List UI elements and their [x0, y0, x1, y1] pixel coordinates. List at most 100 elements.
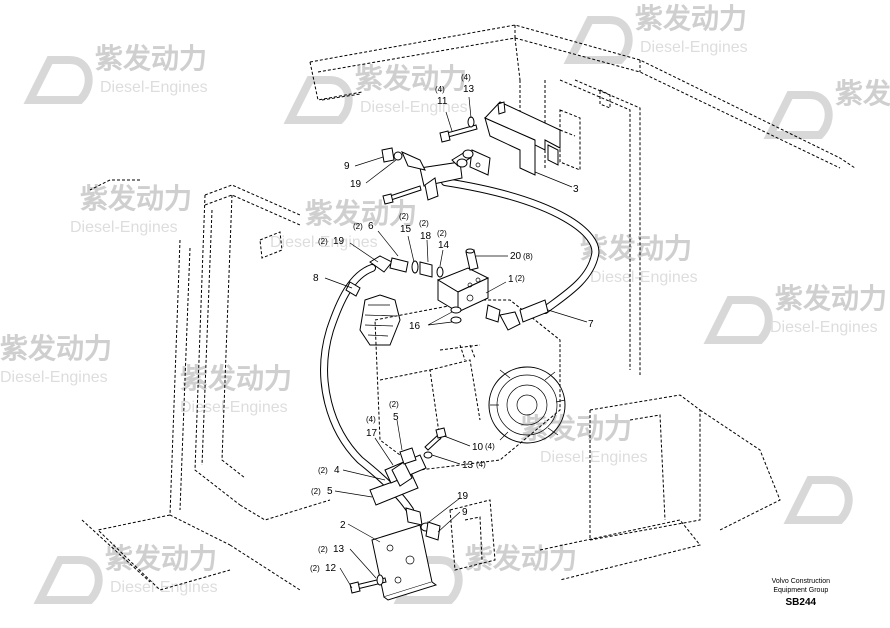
callout-11-qty: (4) — [435, 85, 445, 94]
callout-1-qty: (2) — [515, 274, 525, 283]
plate-2 — [349, 524, 438, 601]
callout-6-part: 6 — [368, 221, 374, 232]
callout-5a-part: 5 — [393, 412, 399, 423]
watermark-cn: 紫发动力 — [355, 62, 467, 95]
watermark-en: Diesel-Engines — [270, 234, 378, 251]
watermark-logo: 紫发动力 Diesel-Engines — [703, 282, 887, 344]
callout-14-qty: (2) — [437, 229, 447, 238]
watermark-logo: 紫发动力 — [763, 77, 890, 139]
callout-12-qty: (2) — [310, 564, 320, 573]
callout-13b-part: 13 — [462, 460, 474, 471]
watermark-en: Diesel-Engines — [0, 369, 108, 386]
watermark-layer: 紫发动力 Diesel-Engines 紫发动力 Diesel-Engines … — [0, 2, 890, 604]
callout-15-qty: (2) — [399, 212, 409, 221]
leader-lines — [324, 96, 588, 589]
callout-15-part: 15 — [400, 224, 412, 235]
callout-19b-part: 19 — [333, 236, 345, 247]
callout-1-part: 1 — [508, 274, 514, 285]
callout-4-part: 4 — [334, 465, 340, 476]
footer-brand-line1: Volvo Construction — [771, 578, 830, 585]
callout-6-qty: (2) — [353, 222, 363, 231]
callout-13-qty: (4) — [461, 73, 471, 82]
callout-20-part: 20 — [510, 251, 522, 262]
fittings-left — [369, 255, 444, 278]
footer-brand-line2: Equipment Group — [773, 587, 829, 594]
hose-8 — [320, 264, 414, 514]
watermark-logo: 紫发动力 — [393, 542, 577, 604]
callout-12-part: 12 — [325, 563, 337, 574]
drawing-footer: Volvo Construction Equipment Group SB244 — [772, 577, 830, 608]
watermark-logo — [783, 476, 853, 524]
drawing-code: SB244 — [785, 597, 817, 608]
watermark-cn: 紫发动力 — [80, 182, 192, 215]
callout-5b-qty: (2) — [311, 487, 321, 496]
callout-7-part: 7 — [588, 319, 594, 330]
watermark-logo: 紫发动力 Diesel-Engines — [283, 62, 468, 124]
watermark-cn: 紫发动力 — [520, 412, 632, 445]
watermark-logo: 紫发动力 Diesel-Engines — [0, 332, 112, 386]
callout-10-part: 10 — [472, 442, 484, 453]
callout-13-part: 13 — [463, 84, 475, 95]
watermark-logo: 紫发动力 Diesel-Engines — [270, 197, 417, 251]
watermark-logo: 紫发动力 Diesel-Engines — [33, 542, 218, 604]
callout-18-qty: (2) — [419, 219, 429, 228]
watermark-cn: 紫发动力 — [0, 332, 112, 365]
watermark-cn: 紫发动力 — [305, 197, 417, 230]
bracket-3 — [469, 101, 561, 176]
watermark-en: Diesel-Engines — [590, 269, 698, 286]
watermark-cn: 紫发动力 — [105, 542, 217, 575]
watermark-en: Diesel-Engines — [100, 79, 208, 96]
watermark-cn: 紫发动力 — [180, 362, 292, 395]
hose-7 — [441, 178, 600, 314]
watermark-en: Diesel-Engines — [360, 99, 468, 116]
watermark-en: Diesel-Engines — [770, 319, 878, 336]
callout-3-part: 3 — [573, 184, 579, 195]
upper-clamp — [382, 116, 478, 205]
watermark-en: Diesel-Engines — [70, 219, 178, 236]
fittings-right — [450, 299, 549, 331]
watermark-en: Diesel-Engines — [540, 449, 648, 466]
watermark-logo: 紫发动力 Diesel-Engines — [180, 362, 292, 416]
callout-10-qty: (4) — [485, 442, 495, 451]
callout-4-qty: (2) — [318, 466, 328, 475]
watermark-logo: 紫发动力 Diesel-Engines — [70, 182, 192, 236]
watermark-en: Diesel-Engines — [640, 39, 748, 56]
callout-14-part: 14 — [438, 240, 450, 251]
callout-2-part: 2 — [340, 520, 346, 531]
machine-frame — [81, 24, 856, 591]
fitting-9-bottom — [405, 507, 441, 541]
callout-19c-part: 19 — [457, 491, 469, 502]
watermark-cn: 紫发动力 — [775, 282, 887, 315]
watermark-logo: 紫发动力 Diesel-Engines — [563, 2, 748, 64]
watermark-cn: 紫发动力 — [635, 2, 747, 35]
fitting-9-top — [381, 147, 426, 171]
watermark-cn: 紫发动力 — [465, 542, 577, 575]
callout-11-part: 11 — [437, 96, 448, 107]
callout-8-part: 8 — [313, 273, 319, 284]
callout-13c-part: 13 — [333, 544, 345, 555]
watermark-en: Diesel-Engines — [180, 399, 288, 416]
pump-gear — [359, 294, 566, 444]
callout-16-part: 16 — [409, 321, 421, 332]
callout-18-part: 18 — [420, 231, 432, 242]
callout-17-qty: (4) — [366, 415, 376, 424]
watermark-cn: 紫发动力 — [835, 77, 890, 110]
watermark-logo: 紫发动力 Diesel-Engines — [23, 42, 208, 104]
callout-13c-qty: (2) — [318, 545, 328, 554]
callout-19b-qty: (2) — [318, 237, 328, 246]
callout-20-qty: (8) — [523, 252, 533, 261]
watermark-logo: 紫发动力 Diesel-Engines — [520, 412, 648, 466]
lower-clamp — [369, 427, 447, 506]
callout-5b-part: 5 — [327, 486, 333, 497]
watermark-en: Diesel-Engines — [110, 579, 218, 596]
callout-19-part: 19 — [350, 179, 362, 190]
valve-block-1 — [436, 248, 490, 313]
callout-9-part: 9 — [344, 161, 350, 172]
callout-17-part: 17 — [366, 428, 378, 439]
callout-13b-qty: (4) — [476, 460, 486, 469]
callout-5a-qty: (2) — [389, 400, 399, 409]
callout-9b-part: 9 — [462, 507, 468, 518]
watermark-cn: 紫发动力 — [95, 42, 207, 75]
